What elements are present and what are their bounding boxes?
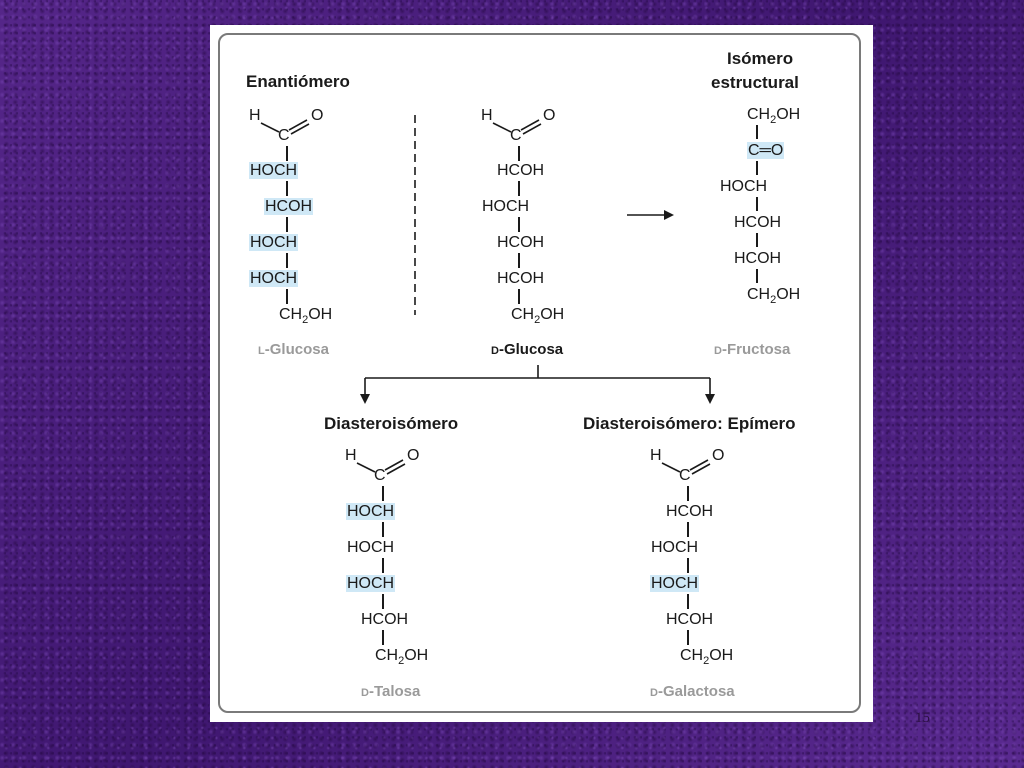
heading-structural-isomer-line2: estructural — [711, 73, 799, 92]
atom-h: H — [650, 447, 662, 464]
atom-h: H — [345, 447, 357, 464]
d-fructose-ch2oh: CH2OH — [747, 286, 801, 307]
atom-c: C — [510, 127, 522, 144]
d-fructose-row-2: HCOH — [734, 214, 782, 231]
d-fructose-name: D-Fructosa — [714, 341, 791, 358]
d-talose-ch2oh: CH2OH — [375, 647, 429, 668]
atom-h: H — [249, 107, 261, 124]
d-talose-name: D-Talosa — [361, 683, 421, 700]
l-glucose-row-1: HOCH — [249, 162, 299, 179]
heading-diastereomer: Diasteroisómero — [324, 414, 459, 433]
l-glucose-row-3: HOCH — [249, 234, 299, 251]
d-fructose-row-3: HCOH — [734, 250, 782, 267]
d-galactose-row-4: HCOH — [666, 611, 714, 628]
d-galactose-row-2: HOCH — [651, 539, 699, 556]
d-fructose-row-1: HOCH — [720, 178, 768, 195]
figure-panel — [210, 25, 873, 722]
slide-number: 15 — [915, 710, 930, 726]
figure-frame — [218, 33, 861, 713]
atom-o: O — [407, 447, 420, 464]
atom-o: O — [712, 447, 725, 464]
d-galactose-ch2oh: CH2OH — [680, 647, 734, 668]
atom-c: C — [278, 127, 290, 144]
aldehyde-bond-h — [260, 122, 280, 133]
d-glucose-row-4: HCOH — [497, 270, 545, 287]
l-glucose-row-4: HOCH — [249, 270, 299, 287]
d-talose-row-2: HOCH — [347, 539, 395, 556]
atom-h: H — [481, 107, 493, 124]
heading-enantiomer: Enantiómero — [246, 72, 350, 91]
d-galactose-row-1: HCOH — [666, 503, 714, 520]
atom-o: O — [311, 107, 324, 124]
l-glucose-ch2oh: CH2OH — [279, 306, 333, 327]
d-glucose-row-2: HOCH — [482, 198, 530, 215]
atom-o: O — [543, 107, 556, 124]
d-galactose-name: D-Galactosa — [650, 683, 735, 700]
heading-epimer: Diasteroisómero: Epímero — [583, 414, 796, 433]
l-glucose-row-2: HCOH — [264, 198, 314, 215]
d-fructose-top-ch2oh: CH2OH — [747, 106, 801, 127]
d-galactose-row-3: HOCH — [650, 575, 700, 592]
d-glucose-row-1: HCOH — [497, 162, 545, 179]
d-talose-row-3: HOCH — [346, 575, 396, 592]
d-glucose-name: D-Glucosa — [491, 341, 564, 358]
l-glucose-name: L-Glucosa — [258, 341, 329, 358]
heading-structural-isomer-line1: Isómero — [727, 49, 794, 68]
d-fructose-carbonyl: C═O — [747, 142, 785, 159]
d-glucose-ch2oh: CH2OH — [511, 306, 565, 327]
d-talose-row-4: HCOH — [361, 611, 409, 628]
d-glucose-row-3: HCOH — [497, 234, 545, 251]
d-talose-row-1: HOCH — [346, 503, 396, 520]
atom-c: C — [679, 467, 691, 484]
aldehyde-bond-o — [288, 119, 308, 131]
atom-c: C — [374, 467, 386, 484]
